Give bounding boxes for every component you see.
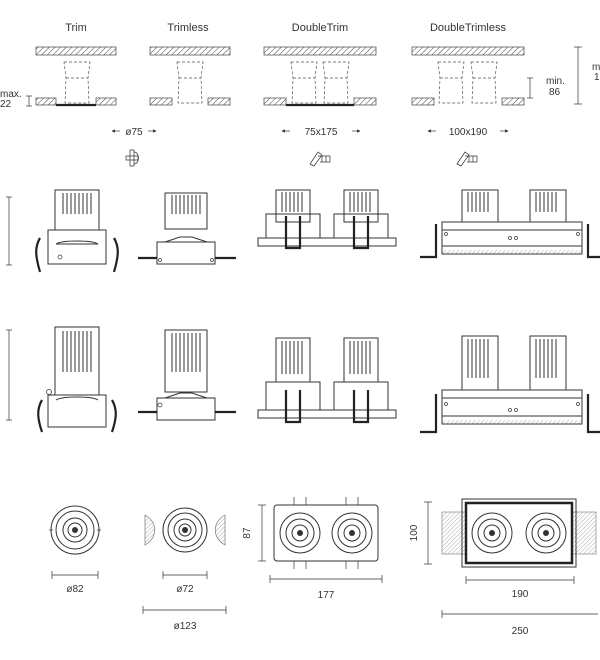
cutout-trim-dimension: ø75	[111, 127, 157, 138]
trimless-ceiling-section	[149, 46, 231, 106]
ceiling-height-dimension	[574, 46, 582, 105]
trim-width-dimension	[51, 571, 99, 579]
trimless-outer-label: ø123	[174, 621, 197, 632]
min-depth-value: 86	[549, 87, 561, 98]
trimless-inner-dimension	[162, 571, 208, 579]
max-depth-label: max.	[0, 89, 22, 100]
column-title-trimless: Trimless	[167, 22, 209, 34]
column-title-trim: Trim	[65, 22, 87, 34]
double-trim-height-label: 87	[242, 527, 253, 539]
double-trimless-width-label: 190	[512, 589, 529, 600]
double-trimless-height-label: 100	[409, 524, 420, 541]
min-depth-label: min.	[546, 76, 565, 87]
trimless-side-view	[138, 192, 236, 265]
cutout-double-trimless-label: 100x190	[449, 127, 488, 138]
double-trim-front-view	[273, 497, 379, 569]
double-trimless-outer-dimension	[441, 610, 598, 618]
trim-front-view	[49, 505, 101, 555]
max-depth-value: 22	[0, 99, 12, 110]
double-trim-ceiling-section	[263, 46, 377, 107]
ceiling-height-label: m	[592, 62, 600, 73]
install-tool-icon	[309, 151, 331, 167]
cutout-double-trim-label: 75x175	[305, 127, 338, 138]
ceiling-height-value: 1	[594, 72, 600, 83]
trimless-front-view	[144, 507, 226, 553]
min-depth-dimension	[527, 77, 533, 99]
double-trim-side-view-tilted	[257, 337, 397, 424]
trim-side-view	[35, 189, 119, 273]
double-trimless-width-dimension	[465, 576, 575, 584]
cutout-double-trimless-dimension: 100x190	[427, 127, 509, 138]
double-trimless-side-view-tilted	[420, 335, 600, 434]
cutout-trim-label: ø75	[125, 127, 143, 138]
double-trimless-ceiling-section	[411, 46, 525, 106]
trim-side-view-tilted	[37, 326, 117, 433]
install-tool-icon	[456, 151, 478, 167]
double-trim-width-dimension	[269, 575, 383, 583]
column-title-double-trim: DoubleTrim	[292, 22, 348, 34]
double-trimless-front-view	[441, 498, 597, 568]
double-trimless-height-dimension	[424, 501, 432, 565]
double-trim-height-dimension	[258, 504, 266, 562]
height-dimension-row3	[6, 329, 12, 421]
column-title-double-trimless: DoubleTrimless	[430, 22, 507, 34]
trimless-inner-label: ø72	[176, 584, 194, 595]
cutout-double-trim-dimension: 75x175	[281, 127, 361, 138]
double-trim-width-label: 177	[318, 590, 335, 601]
double-trimless-side-view	[420, 189, 600, 259]
trim-width-label: ø82	[66, 584, 84, 595]
double-trim-side-view	[257, 189, 397, 250]
max-depth-dimension	[26, 95, 32, 107]
install-tool-icon	[125, 149, 139, 167]
height-dimension-row2	[6, 196, 12, 266]
trim-ceiling-section	[35, 46, 117, 107]
double-trimless-outer-label: 250	[512, 626, 529, 637]
trimless-outer-dimension	[142, 606, 227, 614]
trimless-side-view-tilted	[138, 329, 236, 421]
